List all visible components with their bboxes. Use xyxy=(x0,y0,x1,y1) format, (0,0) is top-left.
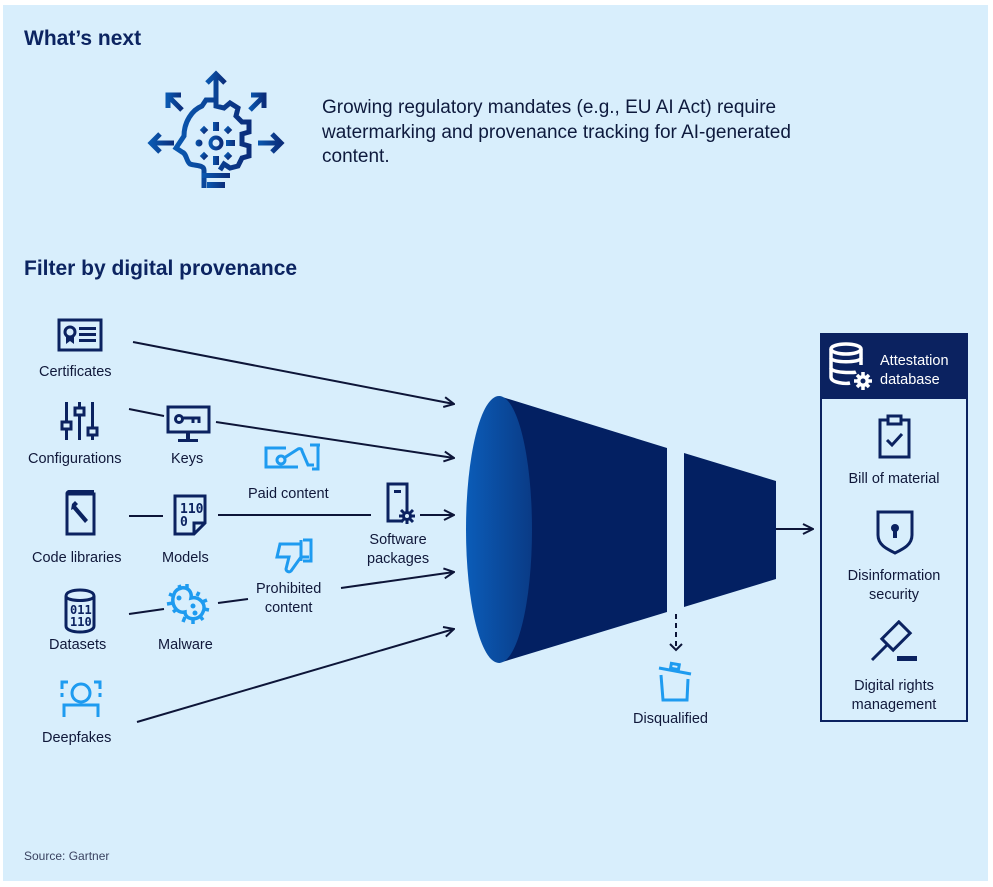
label-software: Software xyxy=(369,532,427,548)
label-disqualified: Disqualified xyxy=(633,711,708,727)
label-management: management xyxy=(851,697,937,713)
label-prohibited: Prohibited xyxy=(256,581,322,597)
label-disinformation: Disinformation xyxy=(847,568,941,584)
book-wrench-icon xyxy=(65,490,96,536)
funnel-body-right xyxy=(684,453,776,607)
sliders-icon xyxy=(60,402,99,440)
binary-database-icon: 011 110 xyxy=(64,588,96,634)
label-paid-content: Paid content xyxy=(248,486,329,502)
binary-file-icon: 110 0 xyxy=(173,494,207,536)
label-malware: Malware xyxy=(158,637,213,653)
idea-gear-head-icon xyxy=(147,70,285,188)
svg-text:110: 110 xyxy=(70,615,92,629)
label-certificates: Certificates xyxy=(39,364,112,380)
whats-next-description: Growing regulatory mandates (e.g., EU AI… xyxy=(322,97,791,167)
label-prohibited-content: Prohibited content xyxy=(256,580,321,618)
device-gear-icon xyxy=(386,482,415,524)
arrow-certificates xyxy=(132,341,454,404)
database-gear-icon xyxy=(829,342,872,390)
hand-money-icon xyxy=(264,443,320,471)
label-security: security xyxy=(869,587,919,603)
arrow-prohibited xyxy=(340,572,454,589)
thumbs-down-icon xyxy=(275,538,313,574)
arrow-deepfakes xyxy=(136,629,454,723)
attestation-title: Attestation database xyxy=(880,352,949,390)
attestation-database-panel: Attestation database Bill of material Dis… xyxy=(820,333,968,722)
label-software-packages: Software packages xyxy=(367,531,429,569)
virus-icon xyxy=(166,584,210,624)
gavel-icon xyxy=(870,620,917,662)
label-keys: Keys xyxy=(171,451,204,467)
line-malware-prohibited xyxy=(217,598,249,604)
label-packages: packages xyxy=(367,551,430,567)
svg-text:110: 110 xyxy=(180,502,204,517)
clipboard-check-icon xyxy=(878,414,911,459)
funnel-body-left xyxy=(499,396,667,663)
filter-heading: Filter by digital provenance xyxy=(24,257,298,280)
monitor-key-icon xyxy=(166,405,211,442)
certificate-icon xyxy=(57,318,103,352)
shield-lock-icon xyxy=(876,510,914,555)
line-datasets-malware xyxy=(128,608,165,615)
label-disinformation-security: Disinformation security xyxy=(822,567,966,605)
face-scan-icon xyxy=(60,680,102,717)
label-configurations: Configurations xyxy=(28,451,122,467)
source-note: Source: Gartner xyxy=(24,849,110,863)
label-content: content xyxy=(264,600,313,616)
svg-text:011: 011 xyxy=(70,603,92,617)
label-deepfakes: Deepfakes xyxy=(42,730,112,746)
attestation-title-line1: Attestation xyxy=(880,353,949,369)
line-configurations-keys xyxy=(128,408,165,417)
trash-icon xyxy=(658,661,692,702)
label-digital-rights: Digital rights xyxy=(854,678,934,694)
label-digital-rights-management: Digital rights management xyxy=(822,677,966,715)
label-bill-of-material: Bill of material xyxy=(848,471,940,487)
funnel-opening xyxy=(466,396,532,663)
arrow-keys xyxy=(215,421,454,458)
attestation-title-line2: database xyxy=(880,372,940,388)
label-datasets: Datasets xyxy=(49,637,107,653)
whats-next-heading: What’s next xyxy=(24,27,142,50)
svg-text:0: 0 xyxy=(180,515,188,530)
label-models: Models xyxy=(162,550,209,566)
attestation-header: Attestation database xyxy=(822,335,966,399)
label-code-libraries: Code libraries xyxy=(32,550,122,566)
